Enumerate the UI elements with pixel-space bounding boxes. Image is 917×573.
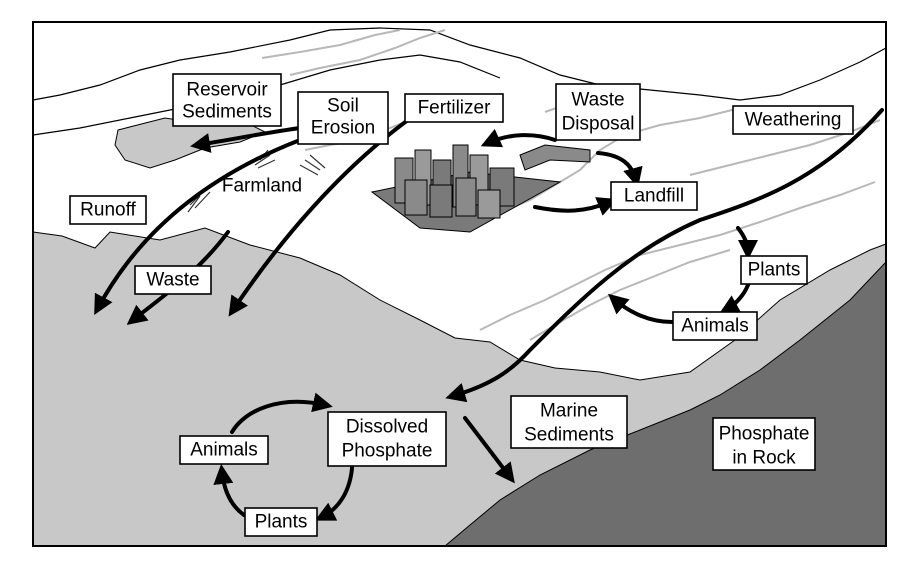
label-soil-erosion: Soil Erosion [297, 91, 389, 145]
dissolved-phosphate-line2: Phosphate [342, 441, 433, 462]
river-4 [479, 181, 876, 331]
city-illustration [370, 144, 591, 233]
farmland-wheat-icons [187, 149, 326, 213]
phosphate-in-rock-line1: Phosphate [719, 424, 810, 445]
label-waste: Waste [134, 265, 212, 295]
label-weathering: Weathering [732, 105, 854, 135]
arrow-waste-disposal-to-city [480, 128, 557, 148]
animals-land-text: Animals [681, 316, 749, 337]
landfill-text: Landfill [624, 186, 684, 207]
label-dissolved-phosphate: Dissolved Phosphate [327, 411, 447, 467]
reservoir-sediments-line1: Reservoir [186, 80, 268, 101]
weathering-text: Weathering [745, 110, 842, 131]
farmland-text: Farmland [222, 176, 302, 197]
arrow-to-plants-land [736, 226, 758, 260]
label-reservoir-sediments: Reservoir Sediments [172, 73, 282, 127]
label-plants-land: Plants [740, 255, 808, 285]
animals-sea-text: Animals [190, 440, 258, 461]
runoff-text: Runoff [80, 200, 136, 221]
phosphate-in-rock-line2: in Rock [732, 448, 796, 469]
arrow-runoff [94, 138, 302, 316]
river-2 [289, 29, 446, 76]
label-runoff: Runoff [69, 195, 147, 225]
river-1 [261, 29, 401, 59]
land-contour-top [32, 27, 887, 101]
arrow-dissolved-to-marine [463, 416, 515, 484]
arrow-city-to-landfill [533, 197, 618, 216]
arrow-plants-to-animals-land [719, 283, 750, 314]
arrow-soil-erosion-to-reservoir [190, 126, 302, 153]
fertilizer-text: Fertilizer [418, 98, 492, 119]
label-fertilizer: Fertilizer [404, 93, 504, 123]
waste-text: Waste [146, 270, 199, 291]
arrow-weathering [445, 108, 884, 403]
label-waste-disposal: Waste Disposal [555, 83, 641, 141]
waste-disposal-line1: Waste [571, 90, 624, 111]
arrow-animals-to-dissolved [230, 392, 333, 434]
label-phosphate-in-rock: Phosphate in Rock [712, 417, 816, 471]
river-6 [494, 107, 741, 216]
arrow-plants-to-animals-sea [213, 464, 246, 517]
reservoir-sediments-line2: Sediments [182, 102, 272, 123]
label-plants-sea: Plants [244, 507, 318, 537]
arrow-waste-disposal-to-landfill [596, 151, 643, 188]
arrow-dissolved-to-plants [314, 466, 354, 521]
label-animals-land: Animals [672, 311, 758, 341]
diagram-frame [32, 21, 887, 547]
arrow-animals-to-land [607, 293, 674, 324]
plants-land-text: Plants [748, 260, 801, 281]
soil-erosion-line1: Soil [327, 96, 359, 117]
marine-sediments-line1: Marine [540, 401, 598, 422]
label-marine-sediments: Marine Sediments [510, 395, 628, 449]
waste-disposal-line2: Disposal [562, 114, 635, 135]
label-animals-sea: Animals [179, 435, 269, 465]
river-8 [689, 119, 881, 176]
label-landfill: Landfill [610, 181, 698, 211]
marine-sediments-line2: Sediments [524, 425, 614, 446]
plants-sea-text: Plants [255, 512, 308, 533]
dissolved-phosphate-line1: Dissolved [346, 417, 428, 438]
soil-erosion-line2: Erosion [311, 118, 375, 139]
